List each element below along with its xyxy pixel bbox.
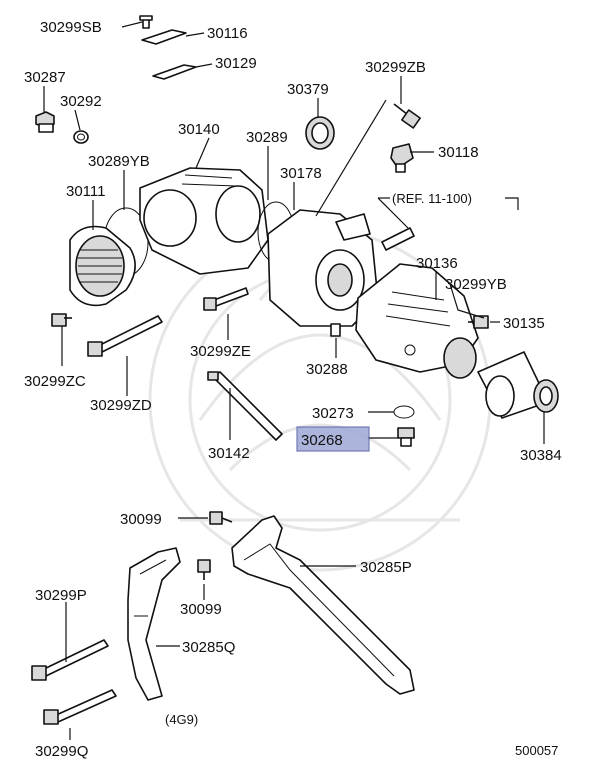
label-30142[interactable]: 30142 — [208, 445, 250, 462]
part-30299Q-bolt[interactable] — [43, 689, 117, 725]
label-30299ZB[interactable]: 30299ZB — [365, 59, 426, 76]
part-30299P-bolt[interactable] — [31, 639, 109, 681]
label-30111[interactable]: 30111 — [66, 183, 106, 200]
part-30299YB-bolt[interactable] — [468, 315, 489, 329]
part-30299ZB-bolt[interactable] — [393, 103, 421, 129]
label-30118[interactable]: 30118 — [438, 144, 479, 161]
reference-note: (REF. 11-100) — [392, 191, 472, 206]
part-30099-bolt-upper[interactable] — [209, 511, 233, 525]
part-30285Q-bracket[interactable] — [127, 547, 181, 701]
label-30129[interactable]: 30129 — [215, 55, 257, 72]
label-30299P[interactable]: 30299P — [35, 587, 87, 604]
label-30299Q[interactable]: 30299Q — [35, 743, 88, 760]
label-30289[interactable]: 30289 — [246, 129, 288, 146]
part-30292-washer[interactable] — [73, 130, 89, 144]
label-30299ZD[interactable]: 30299ZD — [90, 397, 152, 414]
label-30287[interactable]: 30287 — [24, 69, 66, 86]
part-30285P-bracket[interactable] — [231, 515, 415, 695]
part-30099-bolt-lower[interactable] — [197, 559, 211, 580]
label-30273[interactable]: 30273 — [312, 405, 354, 422]
label-30178[interactable]: 30178 — [280, 165, 322, 182]
label-30299SB[interactable]: 30299SB — [40, 19, 102, 36]
label-30099-upper[interactable]: 30099 — [120, 511, 162, 528]
part-30273-o-ring[interactable] — [393, 405, 415, 419]
part-30135-sleeve[interactable] — [443, 337, 549, 419]
part-30379-oil-seal[interactable] — [305, 116, 335, 150]
ref-pin — [381, 227, 415, 251]
part-30268-plug[interactable] — [397, 427, 415, 447]
label-30135[interactable]: 30135 — [503, 315, 545, 332]
part-30129-gasket[interactable] — [152, 64, 197, 80]
label-30140[interactable]: 30140 — [178, 121, 220, 138]
label-30299ZE[interactable]: 30299ZE — [190, 343, 251, 360]
label-30136[interactable]: 30136 — [416, 255, 458, 272]
label-30099-lower[interactable]: 30099 — [180, 601, 222, 618]
part-labels: 30299SB 30116 30129 30287 30292 30379 30… — [24, 19, 562, 760]
highlight-30268 — [296, 426, 370, 452]
part-30116-plate[interactable] — [141, 29, 187, 45]
part-30140-housing[interactable] — [139, 167, 269, 275]
leader-lines — [43, 21, 545, 740]
label-30288[interactable]: 30288 — [306, 361, 348, 378]
label-30384[interactable]: 30384 — [520, 447, 562, 464]
label-30379[interactable]: 30379 — [287, 81, 329, 98]
part-30299SB-screw[interactable] — [139, 15, 153, 29]
label-30268[interactable]: 30268 — [301, 432, 343, 449]
part-30299ZC-bolt[interactable] — [51, 313, 72, 327]
part-30142-strap[interactable] — [207, 371, 283, 441]
diagram-number: 500057 — [515, 743, 558, 758]
part-30288-pin[interactable] — [330, 323, 341, 337]
part-30287-plug[interactable] — [35, 111, 55, 133]
label-30292[interactable]: 30292 — [60, 93, 102, 110]
part-30111-cover[interactable] — [69, 225, 136, 307]
engine-note: (4G9) — [165, 712, 198, 727]
part-30299ZD-bolt[interactable] — [87, 315, 163, 357]
label-30116[interactable]: 30116 — [207, 25, 248, 42]
part-30299ZE-bolt[interactable] — [203, 287, 249, 311]
label-30299YB[interactable]: 30299YB — [445, 276, 507, 293]
part-30384-seal[interactable] — [533, 379, 559, 413]
label-30289YB[interactable]: 30289YB — [88, 153, 150, 170]
label-30285P[interactable]: 30285P — [360, 559, 412, 576]
label-30285Q[interactable]: 30285Q — [182, 639, 235, 656]
label-30299ZC[interactable]: 30299ZC — [24, 373, 86, 390]
part-30118-breather[interactable] — [390, 143, 414, 173]
